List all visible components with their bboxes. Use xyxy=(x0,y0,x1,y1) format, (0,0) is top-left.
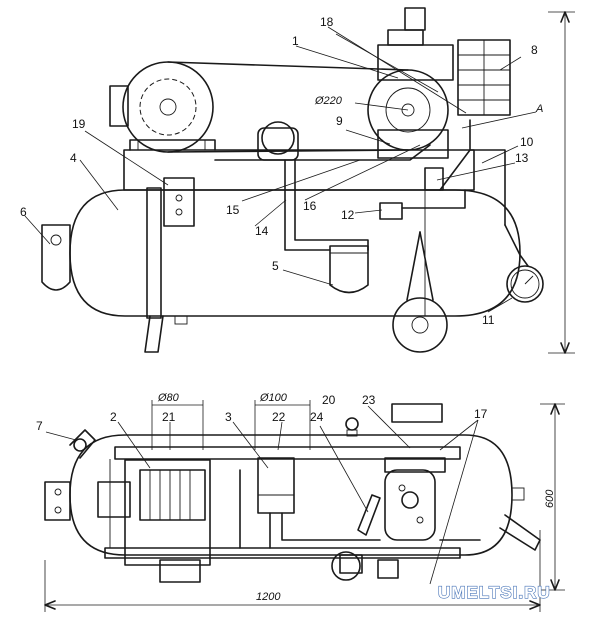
label-4: 4 xyxy=(70,151,77,165)
mounting-platform xyxy=(123,149,475,191)
motor-plan xyxy=(124,459,211,566)
junction-box xyxy=(163,177,195,227)
label-18: 18 xyxy=(320,15,334,29)
watermark: UMELTSI.RU xyxy=(438,583,551,602)
pressure-gauge xyxy=(506,265,544,303)
label-24: 24 xyxy=(310,410,324,424)
part-labels: 1 18 8 Ø220 A 9 19 10 4 13 15 16 12 6 14… xyxy=(20,15,556,603)
label-16: 16 xyxy=(303,199,317,213)
motor-pulley xyxy=(122,61,214,153)
filter-plan xyxy=(257,457,295,514)
label-diameter-80: Ø80 xyxy=(157,392,180,404)
tank-band-left xyxy=(146,187,162,319)
receiver-tank xyxy=(69,189,521,317)
label-6: 6 xyxy=(20,205,27,219)
label-17: 17 xyxy=(474,407,488,421)
label-2: 2 xyxy=(110,410,117,424)
label-height-600: 600 xyxy=(544,489,556,508)
label-1: 1 xyxy=(292,34,299,48)
filter-5 xyxy=(329,245,369,294)
label-7: 7 xyxy=(36,419,43,433)
side-view xyxy=(41,7,575,354)
label-21: 21 xyxy=(162,410,176,424)
side-leaders xyxy=(24,26,537,313)
drive-belt xyxy=(167,61,409,71)
compressor-pulley xyxy=(367,69,449,151)
label-length-1200: 1200 xyxy=(256,591,281,603)
label-22: 22 xyxy=(272,410,286,424)
drain-cup xyxy=(41,224,71,291)
label-23: 23 xyxy=(362,393,376,407)
label-8: 8 xyxy=(531,43,538,57)
label-12: 12 xyxy=(341,208,355,222)
plan-leaders xyxy=(45,405,479,585)
compressor-plan xyxy=(384,469,436,541)
tank-foot xyxy=(144,315,164,353)
label-pulley-diameter: Ø220 xyxy=(314,95,343,107)
label-15: 15 xyxy=(226,203,240,217)
label-20: 20 xyxy=(322,393,336,407)
wheel xyxy=(392,297,448,353)
label-diameter-100: Ø100 xyxy=(259,392,288,404)
label-10: 10 xyxy=(520,135,534,149)
label-13: 13 xyxy=(515,151,529,165)
label-A: A xyxy=(535,103,543,115)
label-11: 11 xyxy=(482,313,495,327)
label-19: 19 xyxy=(72,117,86,131)
label-14: 14 xyxy=(255,224,269,238)
label-3: 3 xyxy=(225,410,232,424)
plan-view xyxy=(44,400,565,612)
label-5: 5 xyxy=(272,259,279,273)
label-9: 9 xyxy=(336,114,343,128)
